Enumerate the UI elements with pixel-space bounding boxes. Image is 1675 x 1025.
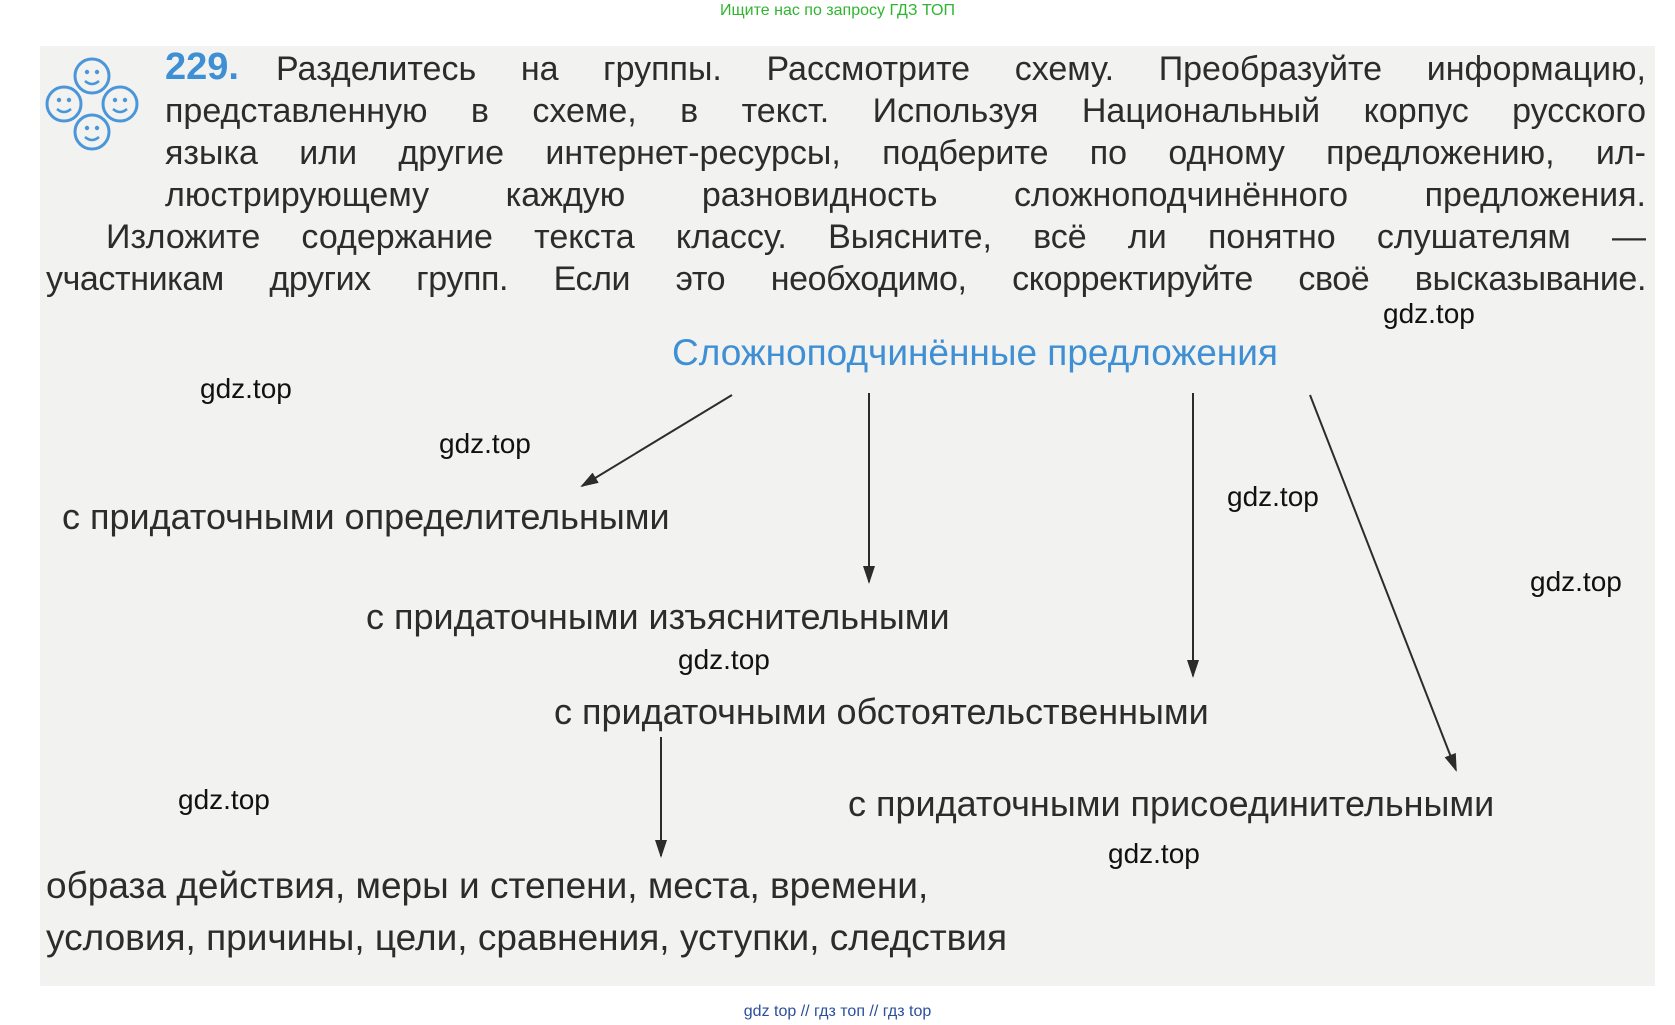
watermark-6: gdz.top [678,644,770,675]
node-explanatory: с придаточными изъяснительными [366,596,950,637]
watermark-1: gdz.top [1383,298,1475,329]
exercise-line-1: Разделитесь на группы. Рассмотрите схему… [276,50,1646,88]
watermark-2: gdz.top [200,373,292,404]
top-banner: Ищите нас по запросу ГДЗ ТОП [720,2,955,19]
exercise-line-4: люстрирующему каждую разновидность сложн… [165,176,1646,214]
exercise-line-5: Изложите содержание текста классу. Выясн… [106,218,1646,256]
watermark-5: gdz.top [1530,566,1622,597]
exercise-line-3: языка или другие интернет-ресурсы, подбе… [165,134,1646,172]
node-connective: с придаточными присоединительными [848,783,1495,824]
adverbial-types-line-1: образа действия, меры и степени, места, … [46,865,929,906]
watermark-8: gdz.top [1108,838,1200,869]
exercise-line-2: представленную в схеме, в текст. Использ… [165,92,1646,130]
smiley-cluster-icon [45,57,139,151]
exercise-line-6: участникам других групп. Если это необхо… [46,260,1646,298]
exercise-number: 229. [165,46,239,88]
bottom-banner: gdz top // гдз топ // гдз top [743,1003,932,1020]
watermark-4: gdz.top [1227,481,1319,512]
node-attributive: с придаточными определительными [62,496,670,537]
scheme-title: Сложноподчинённые предложения [672,332,1278,373]
watermark-7: gdz.top [178,784,270,815]
watermark-3: gdz.top [439,428,531,459]
node-adverbial: с придаточными обстоятельственными [554,691,1209,732]
adverbial-types-line-2: условия, причины, цели, сравнения, уступ… [46,917,1008,958]
